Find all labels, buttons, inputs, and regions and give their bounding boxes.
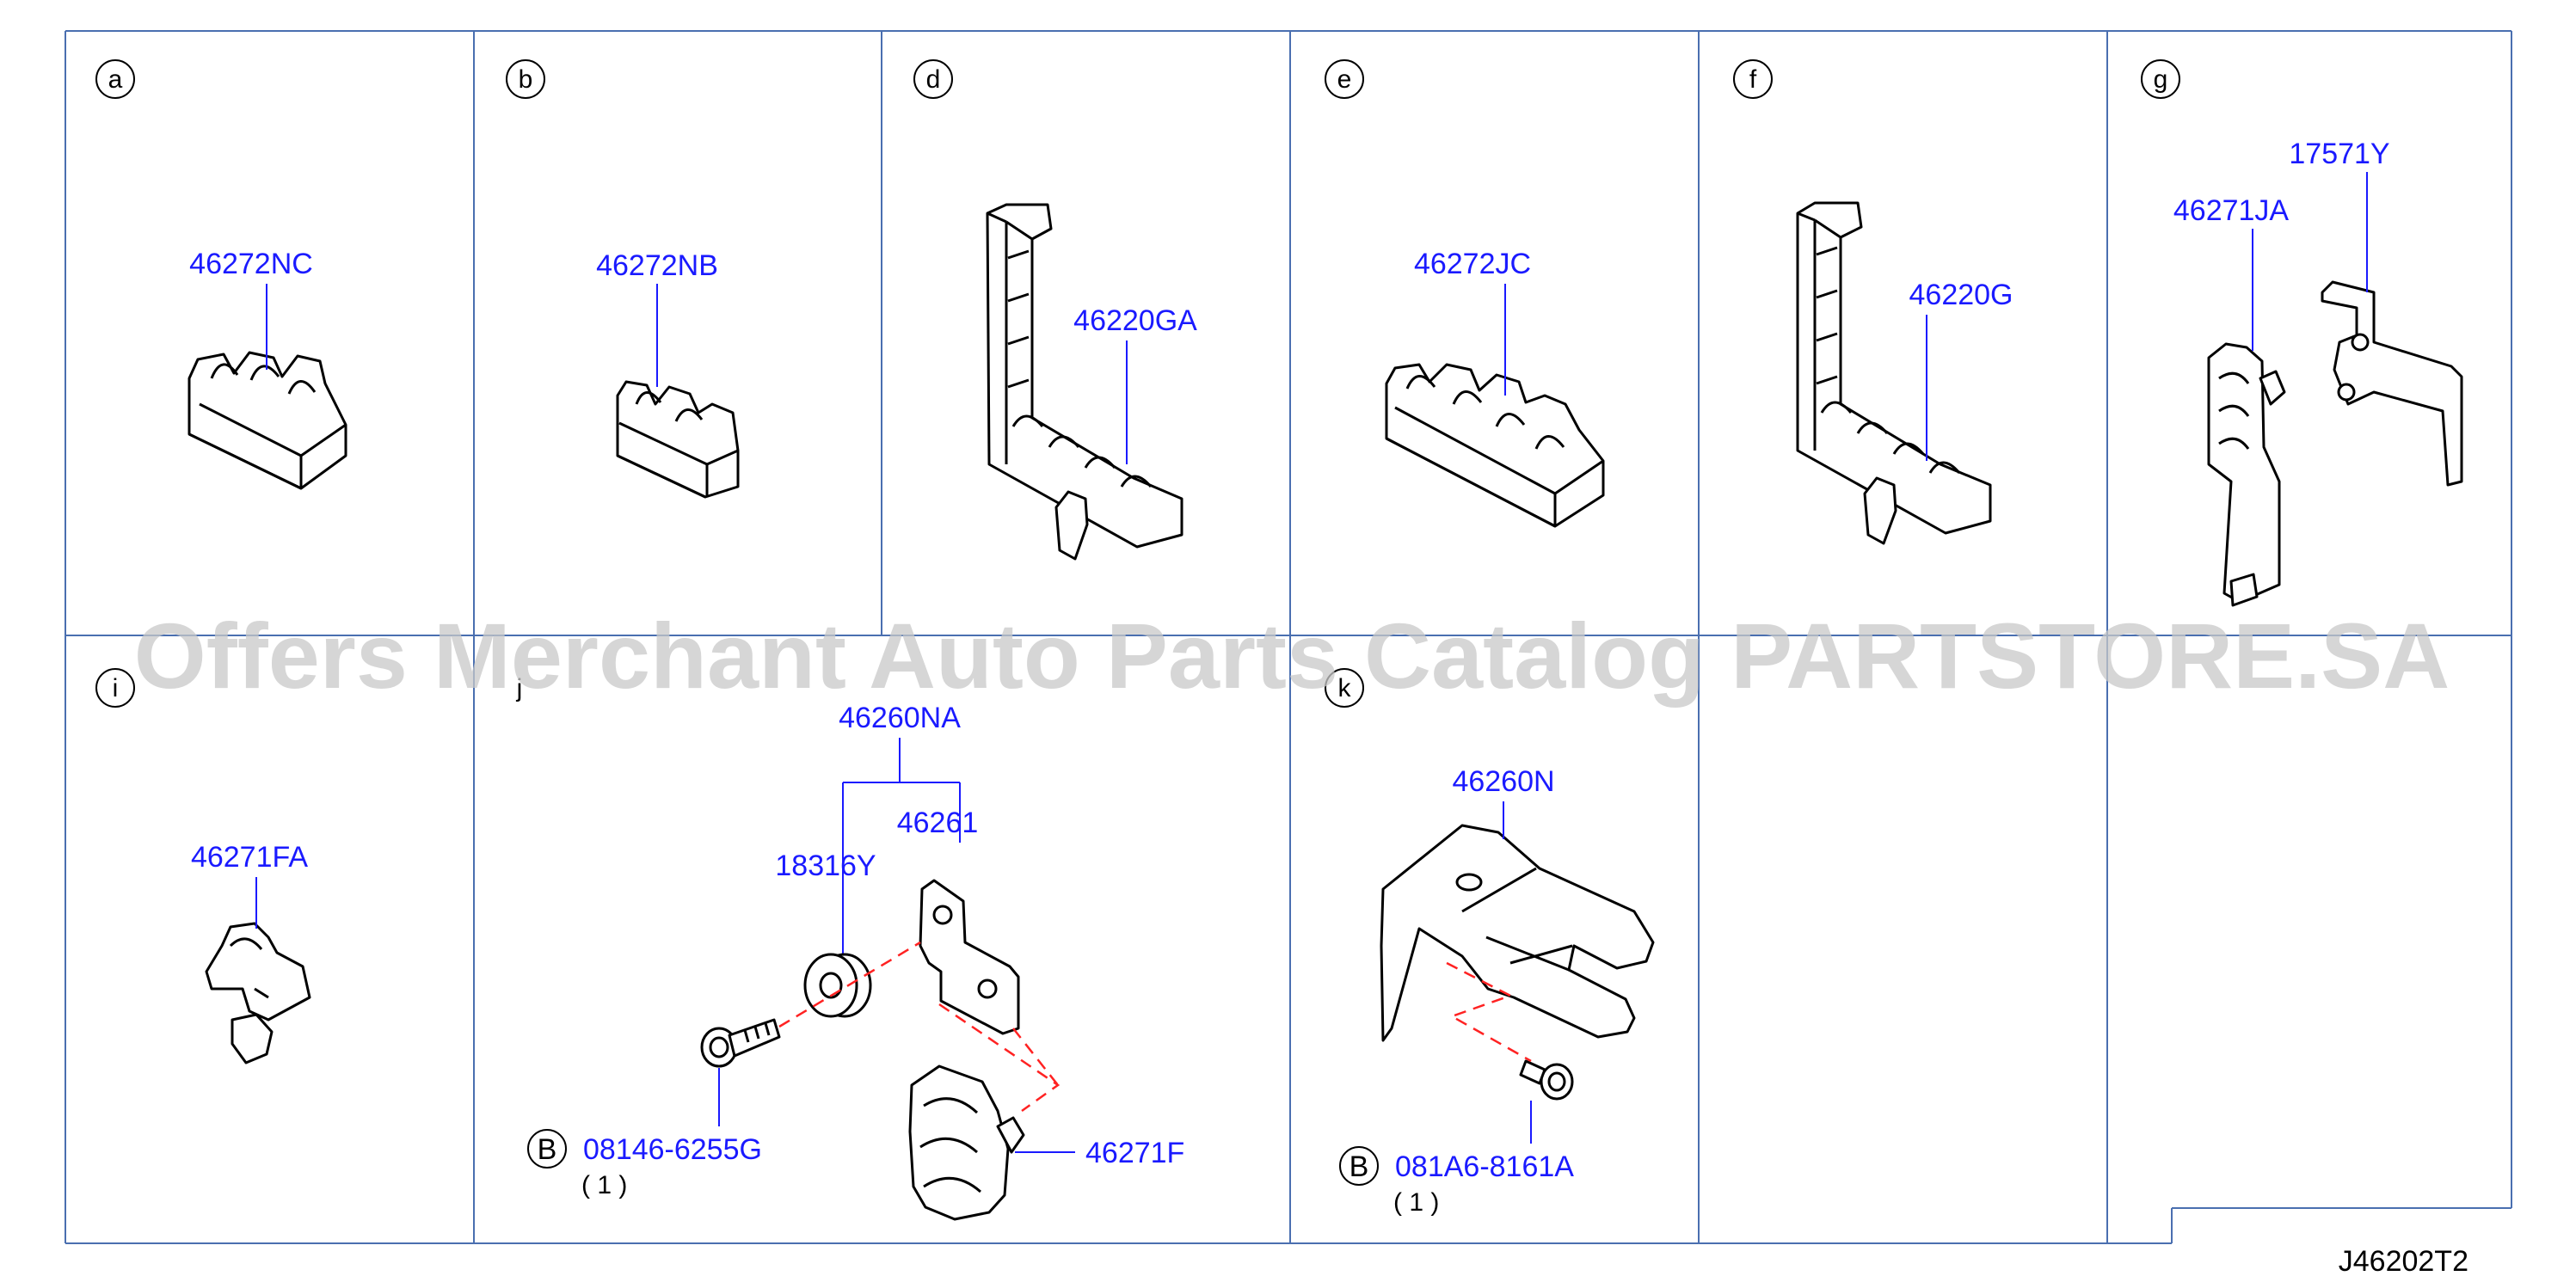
panel-g: g 46271JA 17571Y [2141,59,2463,607]
bolt-quantity: ( 1 ) [1393,1188,1439,1217]
panel-letter-circle [1733,59,1773,99]
panel-letter: g [2154,65,2168,94]
panel-letter: d [926,65,941,94]
part-number-label: 46272NB [596,249,718,282]
panel-letter: i [113,674,119,702]
panel-a: a 46272NC [95,59,347,490]
l-bracket-clip-illustration [1796,201,1992,545]
part-number-label: 46271FA [191,841,308,874]
panel-letter-circle [95,668,135,708]
panel-letter: j [516,674,523,702]
panel-d: d 46220GA [913,59,1197,561]
panel-letter-circle [1325,668,1364,708]
part-number-label: 46272JC [1414,248,1531,280]
panel-letter-circle [913,59,953,99]
bolt-marker-circle [1339,1146,1379,1186]
panel-letter: b [519,65,533,94]
harness-clip-illustration [616,380,740,499]
bolt-quantity: ( 1 ) [581,1171,627,1199]
clip-illustration [205,922,311,1064]
bracket-illustration [2321,280,2463,487]
panel-letter-circle [506,59,545,99]
part-number-label: 17571Y [2289,138,2389,170]
clip-part-label: 46271F [1085,1137,1184,1169]
part-number-label: 46220G [1909,279,2013,311]
bolt-illustration [700,1018,781,1068]
bracket-part-label: 46260N [1452,765,1554,798]
clip-illustration [2207,342,2286,607]
bracket-part-label: 46261 [897,807,979,839]
panel-letter: e [1337,65,1352,94]
watermark: Offers Merchant Auto Parts Catalog PARTS… [134,604,2450,708]
panel-letter: a [108,65,123,94]
harness-clip-illustration [1385,363,1605,528]
panel-letter: k [1338,674,1352,702]
part-number-label: 46272NC [189,248,313,280]
panel-j: j 46260NA 46261 18316Y [516,674,1184,1221]
bolt-marker: B [538,1133,557,1166]
panel-k: k 46260N B 081A6-8161A ( 1 ) [1325,668,1655,1217]
bolt-illustration [1519,1059,1574,1101]
bolt-marker-circle [527,1129,567,1169]
clip-illustration [908,1064,1025,1221]
bracket-illustration [1380,824,1655,1042]
harness-clip-illustration [188,351,347,490]
part-number-label: 46271JA [2173,194,2290,227]
grommet-illustration [803,953,872,1018]
panel-letter: f [1749,65,1757,94]
grommet-part-label: 18316Y [775,850,876,882]
bracket-illustration [919,879,1020,1035]
panel-letter-circle [1325,59,1364,99]
bolt-marker: B [1349,1150,1369,1183]
panel-b: b 46272NB [506,59,740,499]
panel-i: i 46271FA [95,668,311,1064]
panel-letter-circle [2141,59,2180,99]
panel-f: f 46220G [1733,59,2013,545]
drawing-code: J46202T2 [2339,1245,2468,1276]
assembly-part-label: 46260NA [839,702,961,734]
panel-letter-circle [95,59,135,99]
part-number-label: 46220GA [1073,304,1197,337]
grid-frame [65,30,2512,1244]
bolt-part-label: 08146-6255G [583,1133,762,1166]
l-bracket-clip-illustration [986,203,1183,561]
panel-e: e 46272JC [1325,59,1605,528]
bolt-part-label: 081A6-8161A [1395,1150,1574,1183]
